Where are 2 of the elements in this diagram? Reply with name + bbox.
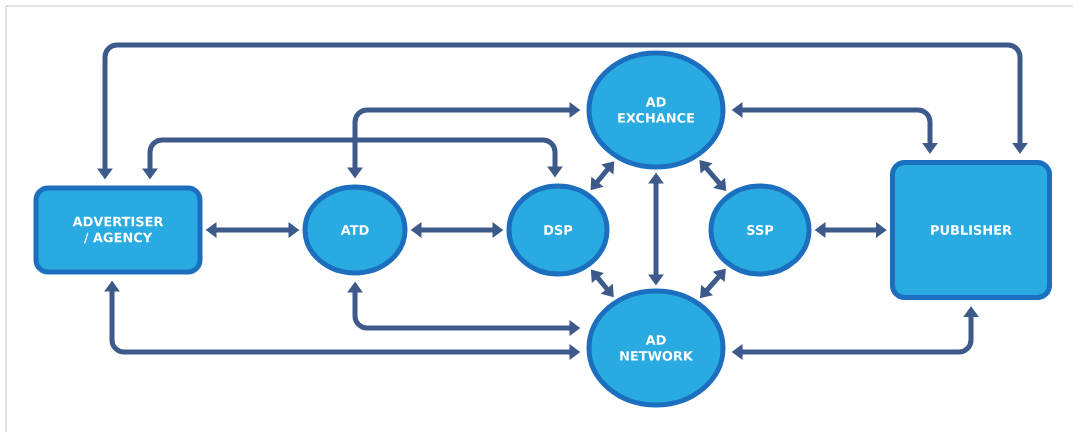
process-box: PUBLISHER [890, 160, 1052, 300]
process-box: ADVERTISER / AGENCY [33, 185, 203, 275]
